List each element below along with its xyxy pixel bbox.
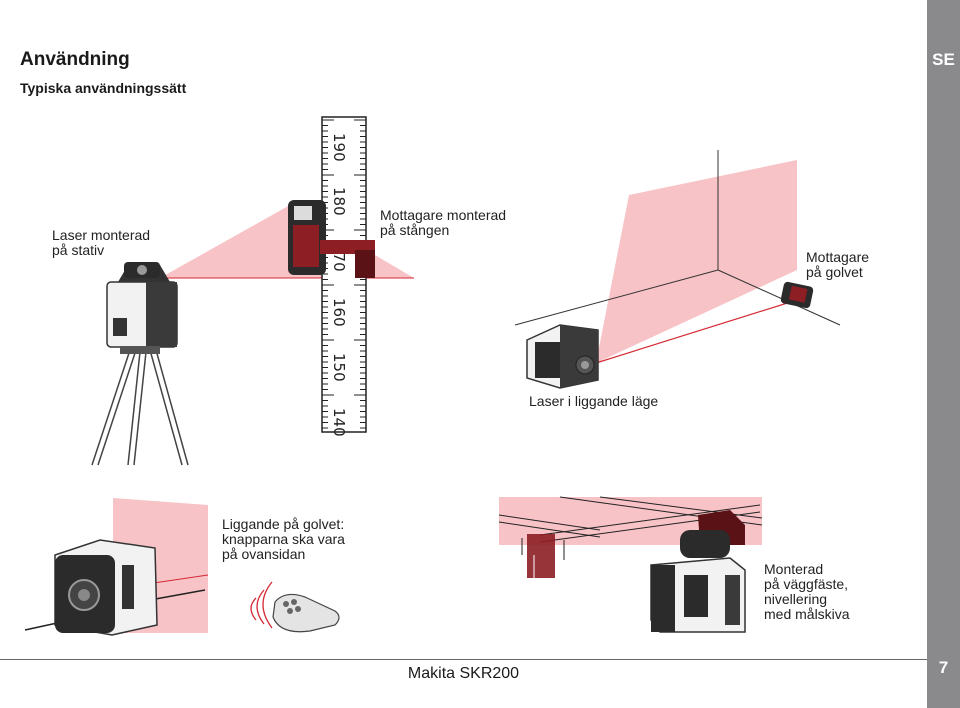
caption-lying-floor: Liggande på golvet: knapparna ska vara p…: [222, 516, 345, 562]
laser-plane: [160, 205, 414, 278]
rod-label-150: 150: [330, 353, 348, 382]
tripod-laser: [106, 262, 178, 354]
rod-receiver: [288, 200, 375, 278]
scene-tripod-rod: 190 180 170 160 150 140: [91, 116, 414, 466]
page-subtitle: Typiska användningssätt: [20, 80, 187, 96]
caption-laser-tripod: Laser monterad på stativ: [52, 227, 151, 258]
caption-laser-lying: Laser i liggande läge: [529, 393, 659, 409]
wall-mounted-laser: [650, 510, 746, 633]
footer-rule: [0, 659, 927, 660]
lying-laser: [526, 324, 599, 389]
rod-label-190: 190: [330, 133, 348, 162]
remote-control: [250, 581, 340, 633]
rod-label-140: 140: [330, 408, 348, 437]
target-plate: [527, 534, 555, 578]
caption-receiver-floor: Mottagare på golvet: [806, 249, 870, 280]
scene-wall-mount: [498, 496, 763, 633]
footer-model: Makita SKR200: [407, 665, 520, 682]
tripod: [91, 349, 189, 466]
floor-laser: [54, 539, 158, 636]
vertical-laser-plane: [596, 160, 797, 363]
measuring-rod: [321, 116, 367, 433]
illustrations: 190 180 170 160 150 140: [24, 116, 841, 636]
scene-lying-laser: [514, 150, 841, 389]
rod-label-180: 180: [330, 187, 348, 216]
language-tab: SE: [932, 50, 955, 69]
caption-wall-mount: Monterad på väggfäste, nivellering med m…: [764, 561, 850, 622]
rod-label-160: 160: [330, 298, 348, 327]
caption-receiver-rod: Mottagare monterad på stången: [380, 207, 507, 238]
side-tab: SE 7: [927, 0, 960, 708]
page-title: Användning: [20, 49, 130, 70]
scene-floor-remote: [24, 498, 340, 636]
floor-receiver: [780, 281, 814, 309]
page-number: 7: [938, 658, 949, 677]
